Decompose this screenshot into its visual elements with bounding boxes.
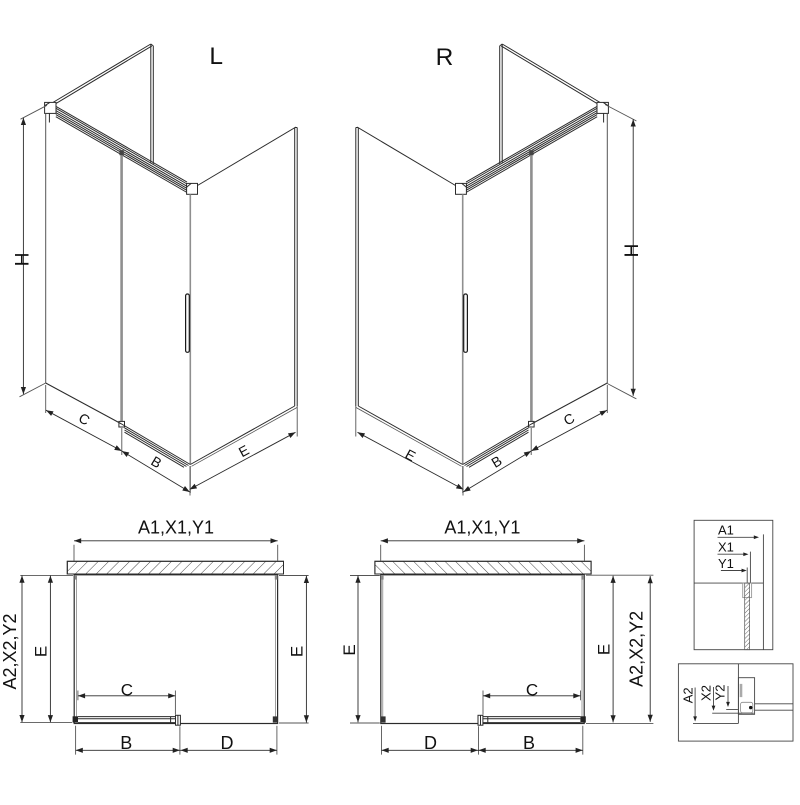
svg-text:H: H: [12, 253, 33, 267]
svg-text:D: D: [221, 733, 234, 753]
svg-text:B: B: [120, 733, 132, 753]
svg-text:B: B: [523, 733, 535, 753]
svg-text:X1: X1: [718, 540, 734, 555]
svg-text:E: E: [595, 644, 614, 655]
svg-text:A2: A2: [680, 687, 695, 703]
svg-text:A1: A1: [718, 523, 734, 538]
svg-text:L: L: [209, 43, 223, 70]
svg-text:A2,X2,Y2: A2,X2,Y2: [0, 613, 20, 689]
svg-text:C: C: [121, 681, 133, 700]
svg-text:E: E: [32, 646, 51, 657]
svg-text:A1,X1,Y1: A1,X1,Y1: [138, 517, 214, 537]
svg-text:E: E: [340, 644, 359, 655]
svg-text:R: R: [436, 44, 454, 71]
svg-text:D: D: [424, 733, 437, 753]
svg-text:H: H: [622, 244, 643, 258]
svg-text:A2,X2,Y2: A2,X2,Y2: [626, 611, 646, 687]
svg-text:E: E: [288, 646, 307, 657]
svg-text:A1,X1,Y1: A1,X1,Y1: [444, 517, 520, 537]
svg-text:Y1: Y1: [718, 556, 734, 571]
svg-text:X2: X2: [698, 685, 713, 701]
svg-text:Y2: Y2: [713, 685, 728, 701]
svg-text:C: C: [526, 681, 538, 700]
